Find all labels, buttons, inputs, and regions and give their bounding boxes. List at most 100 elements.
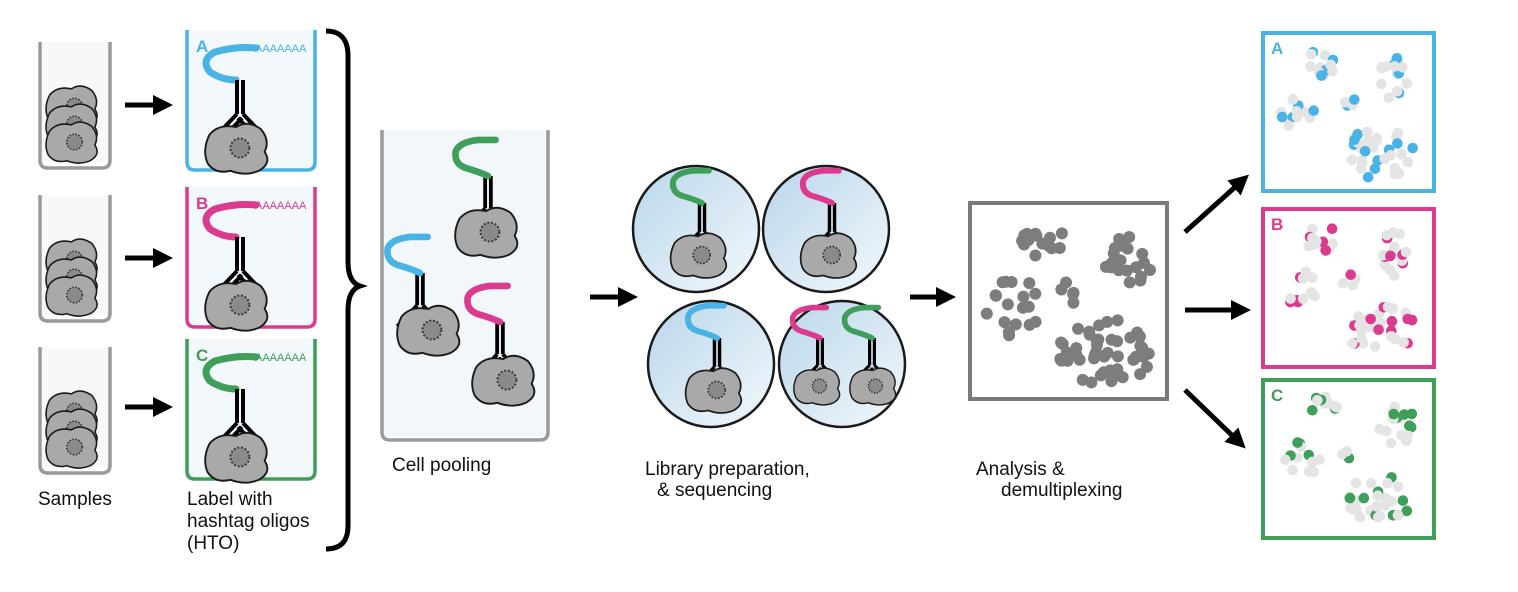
background-point (1285, 293, 1296, 304)
data-point (1009, 318, 1022, 331)
data-point (1023, 318, 1036, 331)
cell-icon (45, 121, 98, 164)
droplet-icon (777, 299, 907, 429)
cell-icon (669, 232, 728, 279)
arrows (125, 95, 1251, 449)
background-point (1400, 246, 1412, 258)
oligo-icon (452, 136, 499, 180)
nucleus-icon (822, 245, 842, 265)
sample-point (1349, 94, 1360, 105)
oligo-icon (669, 167, 712, 206)
data-point (1131, 326, 1144, 339)
background-point (1305, 49, 1317, 60)
background-point (1347, 338, 1358, 349)
result-panel-b: B (1261, 207, 1436, 369)
sample-point (1392, 138, 1403, 149)
brace-icon (325, 28, 368, 552)
sample-tube (38, 42, 112, 170)
data-point (1111, 350, 1124, 363)
poly-a-tail: AAAAAAA (255, 352, 307, 364)
data-point (1001, 298, 1014, 311)
background-point (1337, 278, 1349, 289)
cell-icon (799, 232, 858, 279)
background-point (1392, 127, 1403, 139)
test-tube-icon (38, 42, 112, 170)
data-point (1108, 242, 1121, 255)
caption-label-line3: (HTO) (187, 533, 240, 554)
cell-icon (45, 426, 98, 469)
background-point (1397, 62, 1408, 73)
analysis-box (968, 201, 1169, 401)
background-point (1351, 504, 1362, 516)
background-point (1396, 148, 1407, 160)
sample-point (1358, 492, 1370, 504)
sample-point (1326, 223, 1338, 234)
cell-icon (793, 367, 841, 406)
background-point (1398, 337, 1409, 348)
background-point (1356, 333, 1367, 344)
nucleus-icon (65, 286, 84, 304)
background-point (1372, 490, 1383, 502)
sample-point (1391, 53, 1403, 64)
background-point (1380, 498, 1392, 510)
data-point (1097, 366, 1110, 379)
data-point (1054, 353, 1067, 365)
background-point (1297, 273, 1309, 284)
background-point (1389, 333, 1401, 345)
sample-letter: A (196, 37, 208, 56)
sample-point (1277, 111, 1288, 123)
droplet-icon (761, 164, 891, 294)
sample-point (1385, 250, 1396, 262)
data-point (1105, 257, 1118, 270)
sample-letter: B (1271, 215, 1283, 234)
oligo-icon (799, 167, 842, 206)
oligo-icon (464, 282, 511, 326)
background-point (1297, 293, 1309, 305)
oligo-icon (684, 302, 727, 341)
background-point (1392, 509, 1404, 521)
sample-point (1386, 315, 1398, 327)
cell-icon (45, 274, 98, 317)
test-tube-icon (380, 130, 550, 442)
data-point (1121, 242, 1134, 255)
cell-icon (471, 354, 536, 407)
background-point (1353, 311, 1364, 322)
sample-point (1407, 142, 1418, 154)
sample-point (1292, 437, 1303, 448)
data-point (1135, 270, 1147, 283)
sample-point (1399, 409, 1410, 420)
nucleus-icon (707, 380, 727, 400)
sample-point (1359, 146, 1371, 157)
sample-point (1401, 505, 1413, 517)
background-point (1379, 153, 1390, 165)
nucleus-icon (496, 369, 518, 391)
caption-pooling: Cell pooling (392, 455, 492, 476)
data-point (1098, 350, 1111, 363)
droplet-icon (646, 299, 776, 429)
data-point (1029, 249, 1042, 262)
background-point (1392, 481, 1404, 492)
data-point (1088, 349, 1101, 362)
background-point (1382, 301, 1394, 313)
data-point (1085, 376, 1098, 389)
droplets (631, 164, 907, 429)
data-point (1017, 290, 1030, 303)
sample-point (1344, 492, 1356, 504)
cell-icon (396, 304, 461, 357)
background-point (1382, 478, 1393, 489)
oligo-icon (202, 201, 260, 241)
sample-point (1308, 105, 1319, 116)
background-point (1337, 448, 1348, 460)
pool-tube (380, 130, 550, 442)
background-point (1396, 429, 1407, 441)
background-point (1280, 454, 1291, 466)
background-point (1312, 395, 1323, 406)
sample-point (1397, 495, 1409, 506)
background-point (1372, 512, 1384, 523)
sample-letter: A (1271, 39, 1283, 58)
sample-point (1362, 171, 1374, 183)
data-point (1029, 287, 1042, 300)
